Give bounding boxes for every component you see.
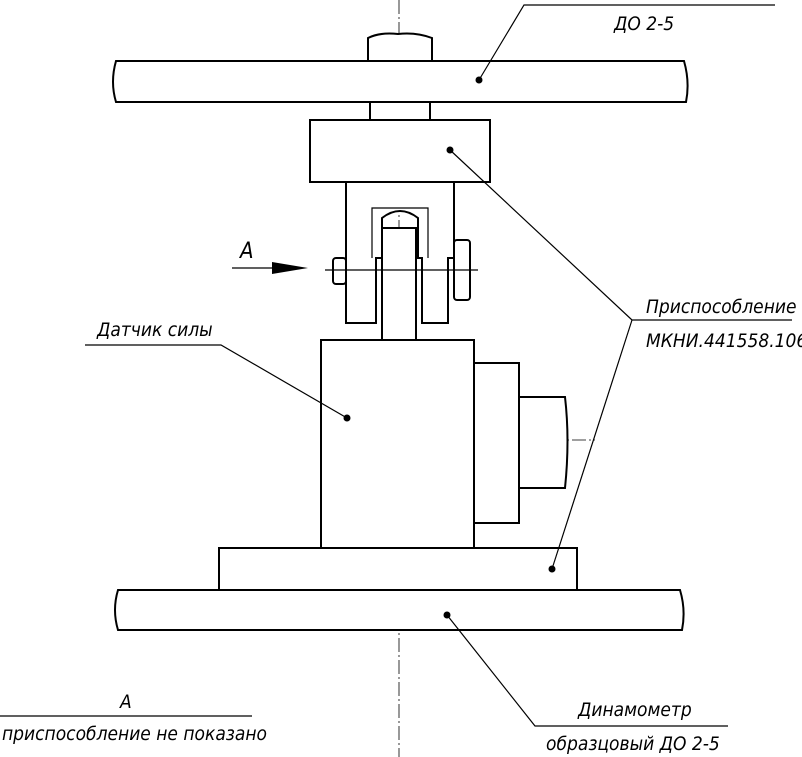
top-rod (367, 32, 433, 60)
fixture-neck (369, 101, 431, 121)
dynamometer-top-plate (112, 60, 689, 103)
force-sensor-label: Датчик силы (96, 319, 213, 341)
force-sensor-body (320, 339, 475, 549)
dynamometer-bottom-plate (114, 589, 685, 631)
connector-plug (518, 396, 569, 489)
leader-top-plate (478, 4, 775, 81)
leader-bottom-plate (446, 614, 728, 727)
fixture-label-code: МКНИ.441558.106 (646, 330, 802, 352)
fixture-top-block (309, 119, 491, 183)
clevis-inner-slot (371, 207, 429, 258)
clevis-pin-left (332, 257, 347, 285)
leader-sensor (85, 344, 348, 419)
view-a-letter: А (238, 239, 254, 264)
sensor-stem (381, 227, 417, 341)
fixture-label-name: Приспособление (646, 296, 797, 318)
connector-flange (473, 362, 520, 524)
leader-fixture-upper (449, 149, 792, 321)
view-a-title: А (119, 691, 132, 713)
fixture-base-plate (218, 547, 578, 591)
view-a-arrow (232, 262, 308, 274)
dynamometer-label-name: Динамометр (577, 699, 692, 721)
dynamometer-top-label: ДО 2-5 (613, 13, 674, 35)
leader-fixture-lower (551, 319, 633, 570)
dynamometer-label-model: образцовый ДО 2-5 (546, 733, 720, 755)
view-a-note: приспособление не показано (2, 723, 267, 745)
